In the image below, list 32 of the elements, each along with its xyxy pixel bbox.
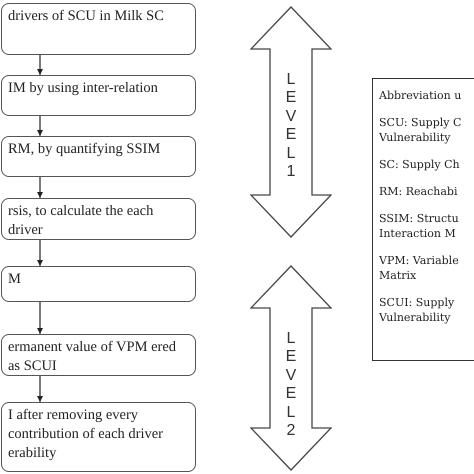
abbreviation-text: SCU: Supply C Vulnerability	[379, 115, 462, 145]
step-text: I after removing every contribution of each driver erability	[8, 406, 164, 463]
abbreviation-panel	[372, 78, 474, 361]
abbreviation-text: SSIM: Structu Interaction M	[379, 211, 460, 241]
process-box	[1, 75, 196, 116]
arrow	[37, 177, 43, 198]
abbreviation-text: VPM: Variable Matrix	[379, 253, 460, 283]
process-box	[1, 198, 196, 240]
level-label: LEVEL1	[284, 71, 298, 182]
step-text: RM, by quantifying SSIM	[8, 140, 160, 159]
panel-heading: Abbreviation u	[379, 88, 462, 103]
step-text: IM by using inter-relation	[8, 79, 158, 98]
arrow	[37, 376, 43, 402]
arrow	[37, 302, 43, 334]
abbreviation-text: SC: Supply Ch	[379, 157, 461, 172]
level-band	[250, 265, 332, 471]
arrow	[37, 240, 43, 266]
step-text: ermanent value of VPM ered as SCUI	[8, 338, 178, 376]
step-text: rsis, to calculate the each driver	[8, 202, 154, 240]
level-label: LEVEL2	[284, 330, 298, 440]
process-box	[1, 266, 196, 302]
level-band	[250, 6, 332, 238]
process-box	[1, 3, 196, 55]
abbreviation-text: SCUI: Supply Vulnerability	[379, 295, 456, 325]
arrow	[37, 116, 43, 136]
process-box	[1, 334, 196, 376]
process-box	[1, 136, 196, 177]
step-text: drivers of SCU in Milk SC	[8, 7, 164, 26]
abbreviation-text: RM: Reachabi	[379, 184, 458, 199]
process-box	[1, 402, 196, 472]
step-text: M	[8, 270, 21, 289]
arrow	[37, 55, 43, 75]
